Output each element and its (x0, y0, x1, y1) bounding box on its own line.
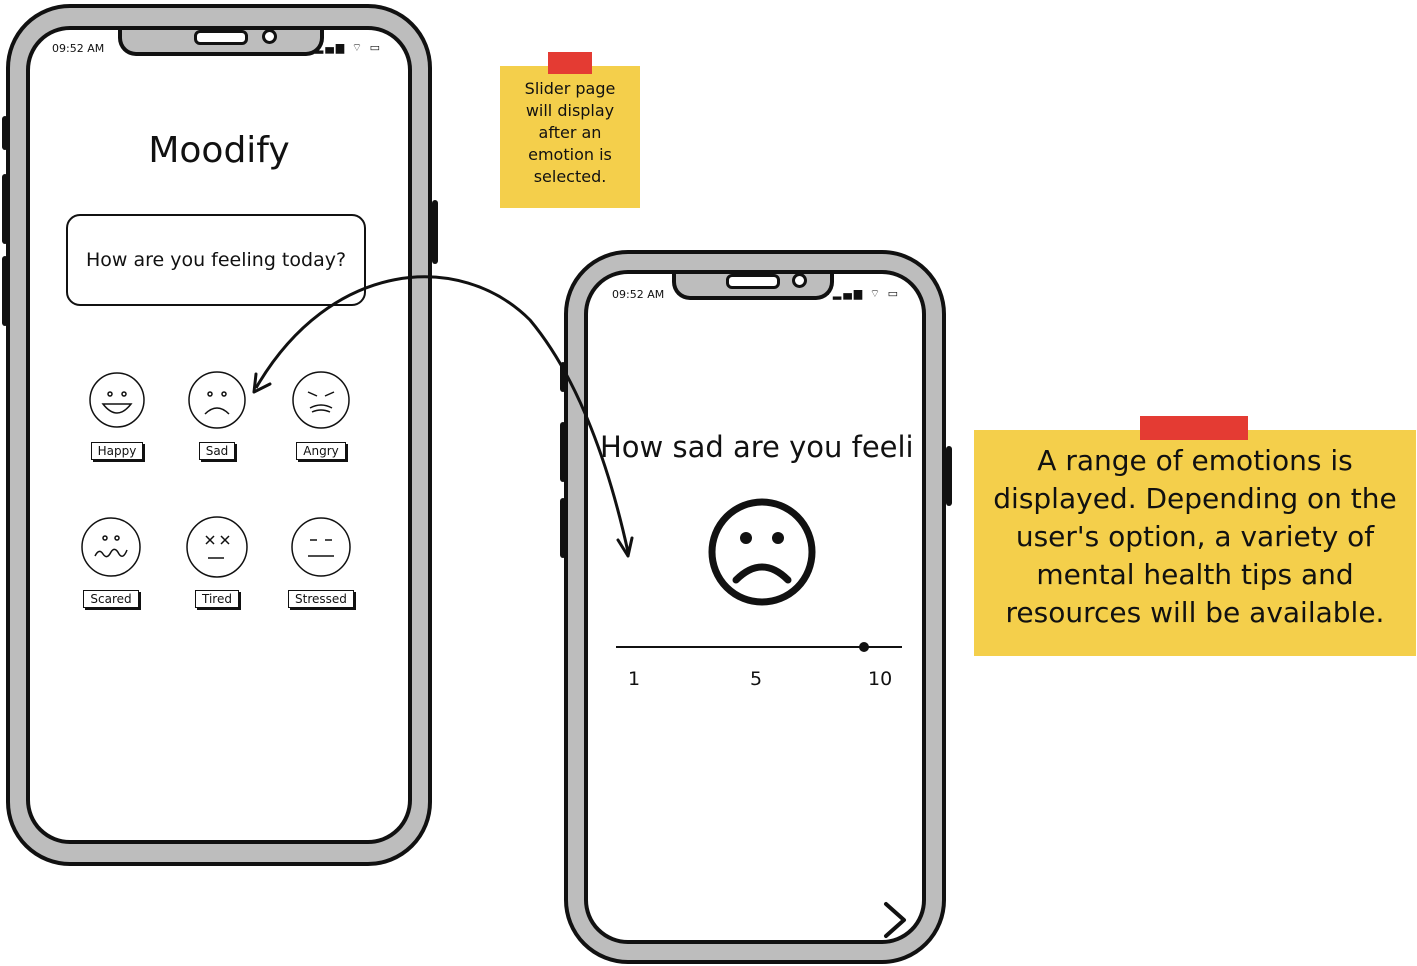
slider-mid-label: 5 (750, 668, 763, 690)
notch (672, 274, 834, 300)
sad-face-icon (708, 498, 816, 606)
status-icons: ▂▄▆ ⌔ ▭ (833, 287, 900, 301)
phone-screen: 09:52 AM ▂▄▆ ⌔ ▭ How sad are you feeli 1… (584, 270, 926, 944)
wifi-icon: ⌔ (869, 287, 883, 300)
sticky-note-text: Slider page will display after an emotio… (524, 79, 616, 186)
slider-min-label: 1 (628, 668, 641, 690)
tape (548, 52, 592, 74)
tired-face-icon (186, 516, 248, 578)
emotion-label: Sad (198, 442, 236, 460)
emotion-option-stressed[interactable]: Stressed (276, 516, 366, 608)
speaker (726, 274, 780, 289)
emotion-option-tired[interactable]: Tired (172, 516, 262, 608)
question-box: How are you feeling today? (66, 214, 366, 306)
slider-question: How sad are you feeli (600, 430, 914, 464)
battery-icon: ▭ (369, 41, 382, 54)
camera (792, 274, 807, 288)
scared-face-icon (81, 517, 141, 577)
emotion-label: Tired (195, 590, 239, 608)
emotion-option-angry[interactable]: Angry (276, 370, 366, 460)
emotion-option-happy[interactable]: Happy (72, 370, 162, 460)
emotion-label: Happy (90, 442, 144, 460)
emotion-option-scared[interactable]: Scared (66, 516, 156, 608)
happy-face-icon (89, 372, 145, 428)
stressed-face-icon (291, 517, 351, 577)
emotion-label: Stressed (288, 590, 354, 608)
status-time: 09:52 AM (612, 288, 665, 301)
chevron-right-icon[interactable] (880, 900, 910, 940)
side-button (2, 116, 8, 150)
sticky-note-text: A range of emotions is displayed. Depend… (993, 444, 1397, 629)
status-time: 09:52 AM (52, 42, 105, 55)
slider-track[interactable] (616, 646, 902, 648)
phone-main: 09:52 AM ▂▄▆ ⌔ ▭ Moodify How are you fee… (2, 4, 438, 866)
side-button (2, 256, 8, 326)
phone-slider: 09:52 AM ▂▄▆ ⌔ ▭ How sad are you feeli 1… (560, 250, 952, 964)
notch (118, 30, 324, 56)
wifi-icon: ⌔ (351, 41, 365, 54)
signal-icon: ▂▄▆ (832, 287, 865, 300)
emotion-label: Angry (296, 442, 346, 460)
sticky-note-large: A range of emotions is displayed. Depend… (974, 430, 1416, 656)
sticky-note-small: Slider page will display after an emotio… (500, 66, 640, 208)
battery-icon: ▭ (887, 287, 900, 300)
emotion-label: Scared (83, 590, 139, 608)
status-icons: ▂▄▆ ⌔ ▭ (315, 41, 382, 55)
sad-face-icon (188, 371, 246, 429)
emotion-option-sad[interactable]: Sad (172, 370, 262, 460)
camera (262, 30, 277, 44)
phone-screen: 09:52 AM ▂▄▆ ⌔ ▭ Moodify How are you fee… (26, 26, 412, 844)
tape (1140, 416, 1248, 440)
power-button (946, 446, 952, 506)
speaker (194, 30, 248, 45)
angry-face-icon (292, 371, 350, 429)
power-button (432, 200, 438, 264)
side-button (2, 174, 8, 244)
slider-handle[interactable] (858, 642, 869, 652)
question-text: How are you feeling today? (85, 249, 347, 271)
app-title: Moodify (148, 130, 290, 171)
slider-max-label: 10 (868, 668, 893, 690)
